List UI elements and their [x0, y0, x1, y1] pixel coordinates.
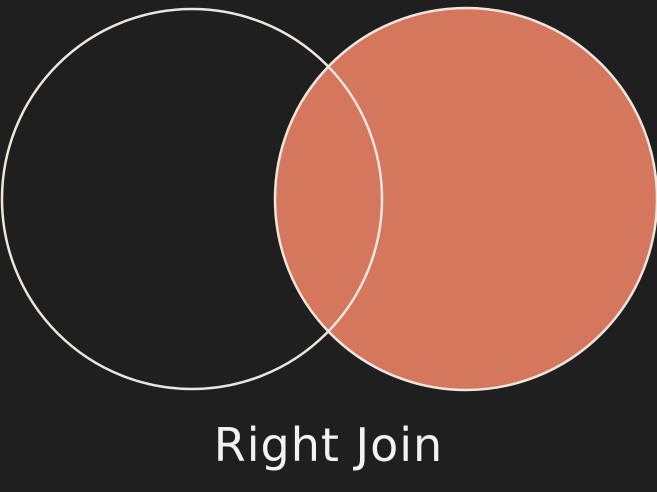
left-set-circle: [0, 7, 384, 391]
diagram-title: Right Join: [213, 418, 444, 472]
right-set-circle: [273, 6, 657, 392]
